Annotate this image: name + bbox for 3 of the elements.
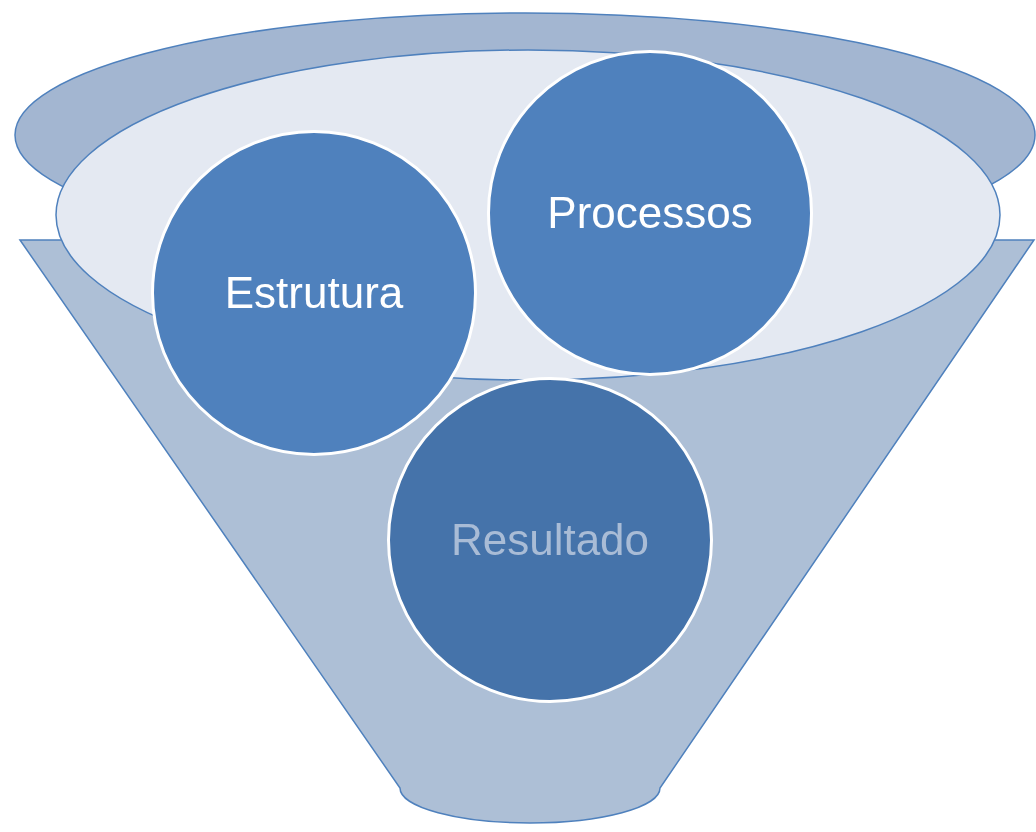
- node-label: Resultado: [450, 515, 650, 565]
- node-label: Processos: [547, 188, 753, 238]
- node-label: Estrutura: [224, 268, 404, 318]
